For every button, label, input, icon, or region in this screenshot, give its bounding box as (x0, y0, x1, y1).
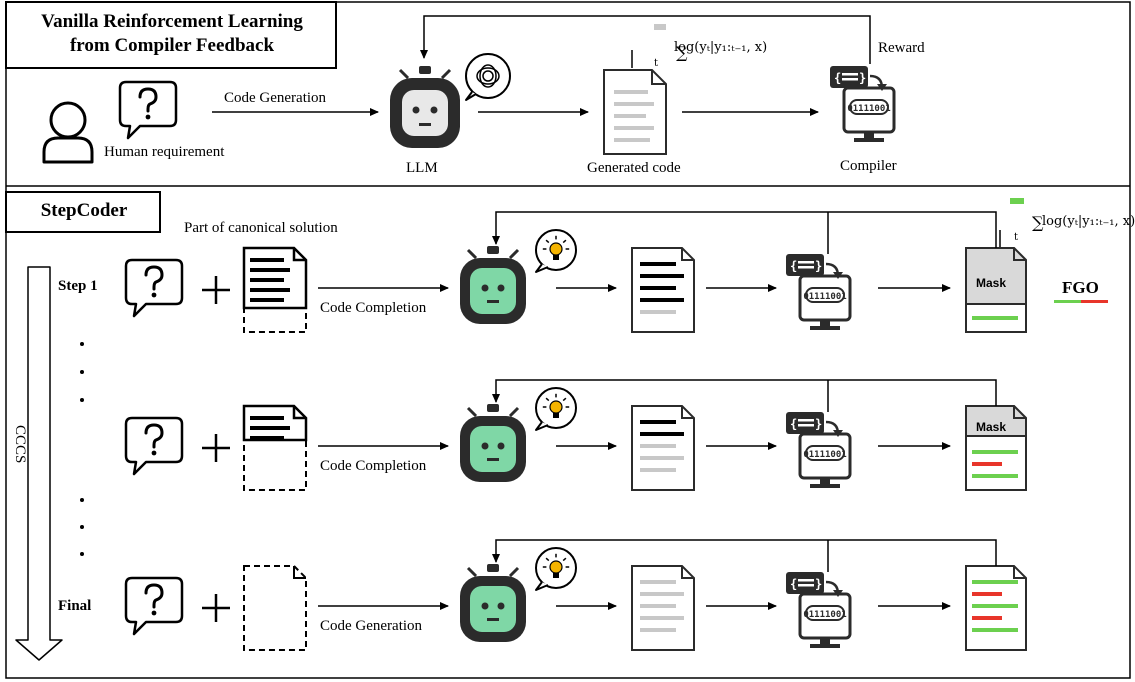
log-likelihood-formula: log(yₜ|y₁:ₜ₋₁, x) (674, 40, 768, 55)
canonical-document-icon (242, 404, 308, 491)
fgo-red-bar (1081, 300, 1108, 303)
robot-icon (460, 246, 526, 324)
vanilla-title-line2: from Compiler Feedback (69, 35, 275, 56)
plus-icon (200, 274, 232, 306)
plus-icon (200, 592, 232, 624)
sum-green-bar (1010, 198, 1024, 204)
robot-icon (460, 564, 526, 642)
person-icon (42, 101, 94, 164)
compiler-monitor-icon (784, 570, 852, 650)
step-label-0: Step 1 (58, 278, 98, 294)
canonical-solution-label: Part of canonical solution (184, 220, 338, 236)
compiler-monitor-icon (828, 64, 896, 144)
question-bubble-icon (124, 258, 184, 318)
outer-border (5, 1, 1131, 679)
plus-icon (200, 432, 232, 464)
reward-feedback-arrow (420, 15, 871, 64)
vanilla-title-box (5, 1, 337, 69)
stepcoder-title: StepCoder (40, 200, 128, 221)
stepcoder-rows (124, 211, 1027, 651)
row-arrow-label-0: Code Completion (320, 300, 427, 316)
feedback-loop-arrow (492, 379, 997, 406)
generated-document-icon (631, 247, 695, 333)
generated-code-label: Generated code (587, 160, 681, 176)
mask-label-0: Mask (976, 276, 1007, 290)
row-arrow-label-2: Code Generation (320, 618, 423, 634)
stepcoder-title-box (5, 191, 161, 233)
question-bubble-icon (124, 416, 184, 476)
code-generation-label: Code Generation (224, 90, 327, 106)
formula-subscript-bottom: t (1014, 232, 1019, 243)
vanilla-title-line1: Vanilla Reinforcement Learning (41, 11, 303, 32)
cccs-label: CCCS (12, 425, 28, 464)
generated-document-icon (631, 565, 695, 651)
reward-label: Reward (878, 40, 925, 56)
mask-label-1: Mask (976, 420, 1007, 434)
ellipsis-dots (80, 342, 84, 556)
result-document-icon (965, 565, 1027, 651)
masked-result-document-icon (965, 405, 1027, 491)
canonical-document-icon (242, 246, 308, 333)
lightbulb-icon (535, 229, 577, 273)
sum-gray-bar (654, 24, 666, 30)
question-bubble-icon (124, 576, 184, 636)
generated-document-icon (631, 405, 695, 491)
fgo-label: FGO (1062, 278, 1099, 297)
lightbulb-icon (535, 547, 577, 591)
compiler-monitor-icon (784, 252, 852, 332)
document-icon (603, 69, 667, 155)
sum-symbol: ∑ (676, 43, 688, 62)
feedback-loop-arrow (492, 211, 997, 248)
robot-icon (460, 404, 526, 482)
vanilla-title: Vanilla Reinforcement Learning from Comp… (14, 10, 330, 58)
cccs-arrow (15, 266, 63, 661)
question-bubble-icon (118, 80, 178, 140)
stepcoder-row-2 (124, 539, 1027, 651)
log-likelihood-formula-bottom: log(yₜ|y₁:ₜ₋₁, x) (1042, 214, 1135, 229)
lightbulb-icon (535, 387, 577, 431)
compiler-monitor-icon (784, 410, 852, 490)
canonical-document-icon (243, 565, 307, 651)
compiler-label: Compiler (840, 158, 897, 174)
feedback-loop-arrow (492, 539, 997, 566)
formula-subscript: t (654, 58, 659, 69)
robot-icon (390, 66, 460, 148)
human-requirement-label: Human requirement (104, 144, 225, 160)
row-arrow-label-1: Code Completion (320, 458, 427, 474)
step-label-2: Final (58, 598, 92, 614)
sum-symbol-bottom: ∑ (1032, 213, 1044, 232)
thought-bubble-icon (465, 53, 511, 101)
stepcoder-row-0 (124, 211, 1027, 333)
llm-label: LLM (406, 160, 438, 176)
stepcoder-row-1 (124, 379, 1027, 491)
masked-result-document-icon (965, 247, 1027, 333)
